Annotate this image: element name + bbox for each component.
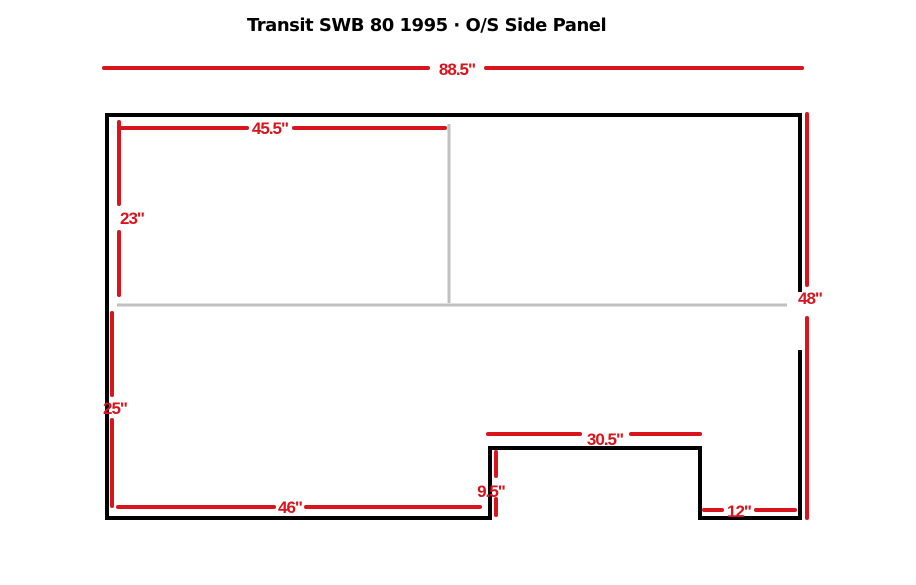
panel-outline (105, 113, 802, 520)
label-bottom-rear: 12" (727, 502, 751, 521)
label-upper-width: 45.5" (252, 119, 288, 138)
guide-lines (117, 124, 787, 307)
dimension-upper-width: 45.5" (119, 119, 447, 138)
dimension-bottom-rear: 12" (702, 502, 797, 521)
dimension-bottom-front: 46" (116, 498, 482, 517)
dimension-overall-length: 88.5" (102, 60, 804, 79)
label-bottom-front: 46" (278, 498, 302, 517)
dimension-overall-height: 48" (798, 112, 823, 520)
dimension-upper-height: 23" (117, 120, 145, 297)
label-arch-height: 9.5" (477, 482, 505, 501)
dimension-arch-height: 9.5" (477, 450, 506, 517)
label-overall-length: 88.5" (439, 60, 475, 79)
label-lower-height: 25" (103, 399, 127, 418)
dimension-arch-width: 30.5" (486, 430, 702, 449)
dimension-lower-height: 25" (103, 311, 128, 508)
diagram-title: Transit SWB 80 1995 · O/S Side Panel (247, 15, 606, 36)
label-upper-height: 23" (120, 209, 144, 228)
label-overall-height: 48" (798, 289, 822, 308)
label-arch-width: 30.5" (587, 430, 623, 449)
